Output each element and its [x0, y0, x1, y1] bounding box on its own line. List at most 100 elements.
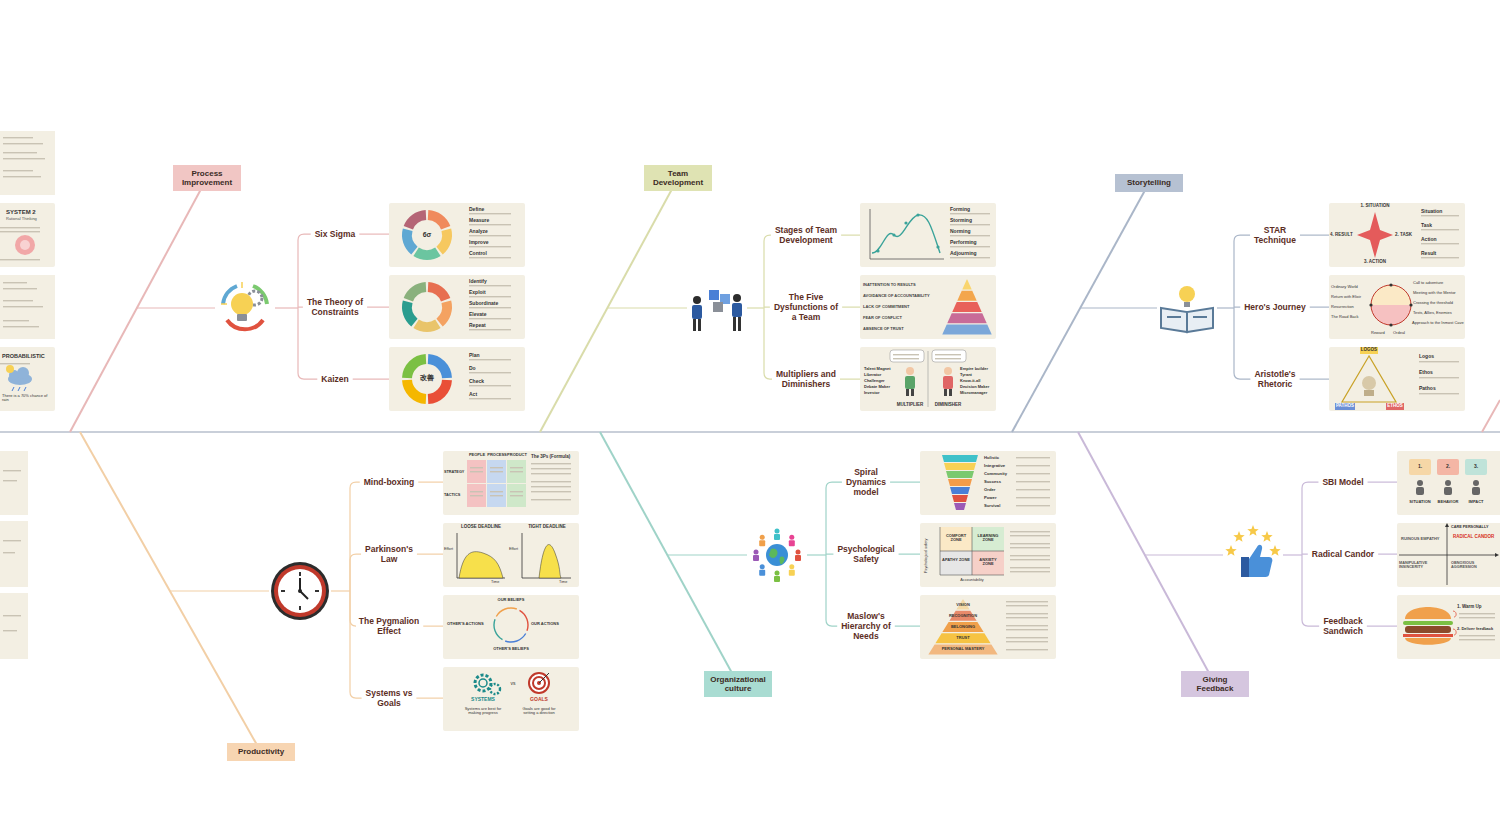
category-icon	[1225, 525, 1280, 577]
card-text: 2.	[1446, 464, 1450, 470]
card-text: vs	[511, 681, 516, 687]
card-text: Reward	[1371, 331, 1385, 335]
card-drawing	[1397, 451, 1500, 515]
topic-label: Multipliers and Diminishers	[773, 370, 839, 390]
branch-line	[1217, 307, 1234, 308]
connector	[353, 379, 389, 380]
branch-line	[350, 591, 362, 698]
card-text: Systems are best for making progress	[461, 707, 505, 716]
branch-line	[1302, 554, 1308, 555]
card-text: Do	[469, 366, 476, 372]
card-text: ABSENCE OF TRUST	[863, 327, 904, 331]
topic-text: Feedback Sandwich	[1323, 616, 1363, 636]
topic-label: Spiral Dynamics model	[833, 468, 899, 497]
topic-text: The Five Dysfunctions of a Team	[774, 292, 838, 322]
card-text: Time	[559, 580, 567, 584]
connector	[840, 379, 860, 380]
category-box: Organizational culture	[704, 671, 772, 697]
card-text: Identify	[469, 279, 487, 285]
branch-line	[1283, 554, 1302, 555]
branch-line	[275, 307, 298, 308]
card-text: Effort	[509, 547, 518, 551]
card-drawing	[443, 451, 579, 515]
card-text: CARE PERSONALLY	[1451, 525, 1488, 529]
branch-line	[350, 591, 356, 626]
card-text: Call to adventure	[1413, 281, 1443, 285]
card-text: IMPACT	[1468, 500, 1483, 504]
card-text: SYSTEM 2	[6, 209, 36, 216]
card-text: Tests, Allies, Enemies	[1413, 311, 1452, 315]
card-text: Integrative	[984, 464, 1005, 469]
card-text: Empire builder	[960, 367, 988, 371]
card-text: Crossing the threshold	[1413, 301, 1453, 305]
topic-label: Systems vs Goals	[356, 689, 422, 709]
illustration-card: Ordinary WorldReturn with ElixirResurrec…	[1329, 275, 1465, 339]
bone-line	[600, 432, 738, 684]
topic-label: Parkinson's Law	[356, 545, 422, 565]
card-text: SYSTEMS	[471, 697, 495, 703]
card-text: Holistic	[984, 456, 999, 461]
topic-text: The Pygmalion Effect	[359, 616, 419, 636]
card-text: 1.	[1418, 464, 1422, 470]
category-box: Storytelling	[1115, 174, 1183, 191]
card-drawing	[443, 523, 579, 587]
card-drawing	[389, 275, 525, 339]
card-text: Resurrection	[1331, 305, 1354, 309]
topic-text: The Theory of Constraints	[307, 297, 363, 317]
topic-text: Radical Candor	[1312, 549, 1374, 559]
bone-line	[1482, 400, 1500, 432]
connector	[890, 482, 920, 483]
card-text: Community	[984, 472, 1007, 477]
card-text: Ordeal	[1393, 331, 1405, 335]
category-icon	[1161, 286, 1213, 332]
card-text: Time	[491, 580, 499, 584]
card-text: Storming	[950, 218, 972, 224]
card-text: COMFORT ZONE	[942, 534, 970, 543]
card-text: 3.	[1474, 464, 1478, 470]
card-text: Task	[1421, 223, 1432, 229]
category-icon	[692, 290, 742, 331]
card-text: RADICAL CANDOR	[1453, 535, 1494, 540]
connector	[1367, 626, 1397, 627]
branch-line	[826, 555, 837, 626]
card-text: STRATEGY	[444, 470, 464, 474]
card-text: Measure	[469, 218, 489, 224]
card-text: Control	[469, 251, 487, 257]
illustration-card: VISIONRECOGNITIONBELONGINGTRUSTPERSONAL …	[920, 595, 1056, 659]
card-text: Logos	[1419, 354, 1434, 360]
card-text: Plan	[469, 353, 480, 359]
illustration-card: 1. SITUATION2. TASK3. ACTION4. RESULTSit…	[1329, 203, 1465, 267]
branch-line	[331, 590, 350, 591]
topic-label: The Theory of Constraints	[302, 298, 368, 318]
branch-line	[1302, 555, 1319, 626]
category-icon	[753, 529, 801, 583]
card-text: Action	[1421, 237, 1437, 243]
card-text: Challenger	[864, 379, 885, 383]
branch-line	[807, 554, 826, 555]
category-icon	[271, 562, 329, 620]
topic-label: Psychological Safety	[833, 545, 899, 565]
category-label: Process Improvement	[182, 169, 232, 187]
card-text: Goals are good for setting a direction	[517, 707, 561, 716]
topic-text: Hero's Journey	[1244, 302, 1306, 312]
branch-line	[1302, 482, 1318, 555]
card-text: Tyrant	[960, 373, 972, 377]
connector	[1300, 235, 1329, 236]
topic-label: Radical Candor	[1310, 550, 1376, 560]
card-text: MANIPULATIVE INSINCERITY	[1399, 561, 1443, 569]
card-text: LACK OF COMMITMENT	[863, 305, 909, 309]
card-text: 改善	[420, 374, 434, 382]
card-text: Performing	[950, 240, 977, 246]
card-text: OBNOXIOUS AGGRESSION	[1451, 561, 1495, 569]
topic-label: Stages of Team Development	[773, 226, 839, 246]
card-text: DIMINISHER	[935, 403, 962, 408]
category-icon	[221, 282, 267, 329]
bone-line	[540, 178, 678, 432]
card-text: MULTIPLIER	[897, 403, 924, 408]
card-text: 1. SITUATION	[1361, 204, 1390, 209]
branch-line	[1080, 307, 1157, 308]
card-text: OUR BELIEFS	[498, 598, 525, 602]
illustration-card: CARE PERSONALLYRUINOUS EMPATHYRADICAL CA…	[1397, 523, 1500, 587]
